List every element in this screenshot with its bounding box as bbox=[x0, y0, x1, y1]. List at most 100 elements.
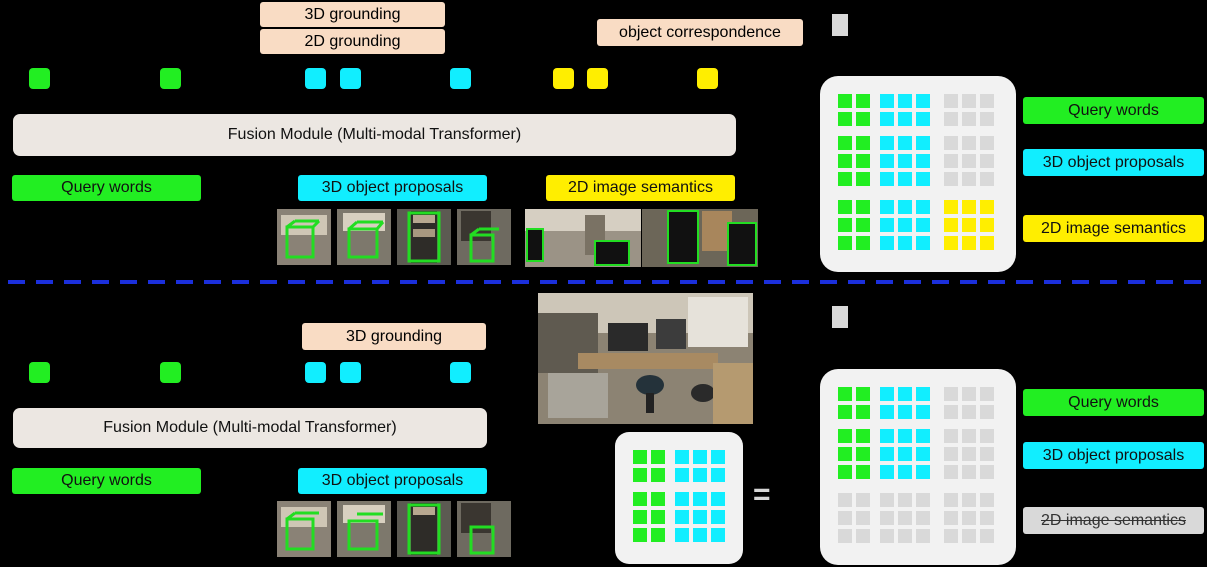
legend-query-words: Query words bbox=[1023, 389, 1204, 416]
matrix-cell bbox=[980, 154, 994, 168]
matrix-cell bbox=[880, 405, 894, 419]
matrix-cell bbox=[675, 450, 689, 464]
legend-query-words: Query words bbox=[1023, 97, 1204, 124]
tag-2d-grounding: 2D grounding bbox=[260, 29, 445, 54]
input-3d-object-proposals: 3D object proposals bbox=[298, 468, 487, 494]
matrix-cell bbox=[916, 529, 930, 543]
semantic-thumbnail-icon bbox=[525, 209, 641, 267]
matrix-cell bbox=[693, 492, 707, 506]
matrix-cell bbox=[856, 112, 870, 126]
matrix-cell bbox=[962, 447, 976, 461]
matrix-cell bbox=[838, 218, 852, 232]
matrix-cell bbox=[962, 218, 976, 232]
matrix-cell bbox=[962, 136, 976, 150]
matrix-cell bbox=[856, 387, 870, 401]
matrix-cell bbox=[916, 493, 930, 507]
query-token-icon bbox=[160, 68, 181, 89]
proposal-thumbnail-icon bbox=[457, 501, 511, 557]
matrix-cell bbox=[880, 429, 894, 443]
query-token-icon bbox=[160, 362, 181, 383]
matrix-cell bbox=[880, 136, 894, 150]
matrix-cell bbox=[856, 447, 870, 461]
matrix-cell bbox=[633, 492, 647, 506]
matrix-cell bbox=[980, 465, 994, 479]
matrix-cell bbox=[962, 405, 976, 419]
matrix-cell bbox=[675, 492, 689, 506]
matrix-cell bbox=[898, 154, 912, 168]
matrix-cell bbox=[944, 447, 958, 461]
matrix-cell bbox=[962, 200, 976, 214]
matrix-cell bbox=[838, 511, 852, 525]
matrix-cell bbox=[880, 387, 894, 401]
input-3d-object-proposals: 3D object proposals bbox=[298, 175, 487, 201]
matrix-cell bbox=[898, 511, 912, 525]
matrix-cell bbox=[944, 112, 958, 126]
matrix-cell bbox=[651, 492, 665, 506]
matrix-cell bbox=[880, 465, 894, 479]
matrix-cell bbox=[980, 387, 994, 401]
matrix-cell bbox=[711, 510, 725, 524]
matrix-cell bbox=[880, 218, 894, 232]
proposal-thumbnail-icon bbox=[397, 209, 451, 265]
matrix-cell bbox=[856, 405, 870, 419]
attention-matrix-masked bbox=[820, 369, 1016, 565]
matrix-cell bbox=[838, 154, 852, 168]
matrix-cell bbox=[693, 468, 707, 482]
matrix-cell bbox=[651, 450, 665, 464]
matrix-cell bbox=[916, 387, 930, 401]
matrix-cell bbox=[675, 468, 689, 482]
matrix-cell bbox=[856, 465, 870, 479]
matrix-cell bbox=[944, 493, 958, 507]
proposal-token-icon bbox=[340, 68, 361, 89]
matrix-cell bbox=[880, 154, 894, 168]
matrix-cell bbox=[944, 236, 958, 250]
semantic-token-icon bbox=[587, 68, 608, 89]
matrix-cell bbox=[880, 200, 894, 214]
matrix-cell bbox=[898, 387, 912, 401]
proposal-token-icon bbox=[305, 68, 326, 89]
matrix-cell bbox=[711, 528, 725, 542]
matrix-cell bbox=[693, 510, 707, 524]
matrix-cell bbox=[838, 529, 852, 543]
matrix-cell bbox=[651, 528, 665, 542]
proposal-thumbnail-icon bbox=[397, 501, 451, 557]
matrix-cell bbox=[962, 529, 976, 543]
matrix-cell bbox=[916, 218, 930, 232]
matrix-cell bbox=[633, 528, 647, 542]
matrix-cell bbox=[898, 112, 912, 126]
matrix-cell bbox=[880, 236, 894, 250]
matrix-cell bbox=[898, 405, 912, 419]
input-query-words: Query words bbox=[12, 175, 201, 201]
matrix-cell bbox=[675, 510, 689, 524]
matrix-cell bbox=[711, 450, 725, 464]
matrix-cell bbox=[916, 112, 930, 126]
proposal-token-icon bbox=[340, 362, 361, 383]
matrix-cell bbox=[980, 172, 994, 186]
legend-3d-object-proposals: 3D object proposals bbox=[1023, 149, 1204, 176]
matrix-cell bbox=[962, 387, 976, 401]
input-query-words: Query words bbox=[12, 468, 201, 494]
matrix-cell bbox=[856, 172, 870, 186]
matrix-cell bbox=[838, 200, 852, 214]
matrix-cell bbox=[916, 511, 930, 525]
matrix-cell bbox=[944, 465, 958, 479]
proposal-thumbnail-icon bbox=[277, 501, 331, 557]
matrix-cell bbox=[944, 94, 958, 108]
matrix-cell bbox=[898, 236, 912, 250]
matrix-cell bbox=[916, 94, 930, 108]
equals-sign: = bbox=[753, 478, 771, 511]
matrix-cell bbox=[898, 172, 912, 186]
matrix-cell bbox=[838, 429, 852, 443]
matrix-cell bbox=[944, 172, 958, 186]
matrix-cell bbox=[944, 429, 958, 443]
matrix-cell bbox=[916, 405, 930, 419]
matrix-cell bbox=[838, 172, 852, 186]
proposal-token-icon bbox=[450, 362, 471, 383]
matrix-cell bbox=[980, 218, 994, 232]
query-token-icon bbox=[29, 68, 50, 89]
matrix-cell bbox=[838, 465, 852, 479]
matrix-cell bbox=[856, 511, 870, 525]
matrix-cell bbox=[962, 429, 976, 443]
matrix-cell bbox=[675, 528, 689, 542]
matrix-cell bbox=[880, 447, 894, 461]
